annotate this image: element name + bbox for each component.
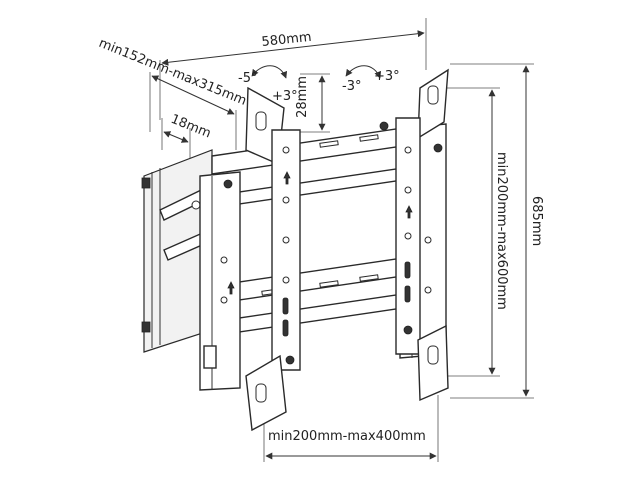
up-arrow-icon [283, 171, 291, 185]
tilt-right: -3° +3° [342, 65, 400, 94]
tilt-right-plus-label: +3° [374, 69, 400, 84]
hole-horizontal-label: min200mm-max400mm [268, 429, 426, 444]
left-column [199, 171, 241, 391]
right-vesa-bracket [379, 68, 449, 402]
dimension-width-total: 580mm [159, 18, 427, 120]
dimension-hole-vertical: min200mm-max600mm [440, 87, 509, 377]
dimension-hole-horizontal: min200mm-max400mm [263, 395, 439, 462]
up-arrow-icon [405, 205, 413, 219]
left-vesa-bracket [245, 86, 301, 432]
dimension-height-total: 685mm [450, 63, 544, 399]
tilt-right-minus-label: -3° [342, 79, 361, 94]
dimension-pop-out: 28mm [295, 73, 330, 133]
tilt-left-plus-label: +3° [272, 89, 298, 104]
hole-vertical-label: min200mm-max600mm [494, 152, 509, 310]
up-arrow-icons [227, 171, 413, 295]
pop-out-label: 28mm [295, 76, 310, 118]
tilt-left-minus-label: -5° [238, 71, 257, 86]
width-total-label: 580mm [261, 30, 312, 50]
height-total-label: 685mm [529, 196, 544, 246]
tilt-left: -5° +3° [238, 65, 298, 104]
dimension-depth-range: min152mm-max315mm [97, 36, 249, 150]
up-arrow-icon [227, 281, 235, 295]
depth-range-label: min152mm-max315mm [97, 36, 249, 109]
